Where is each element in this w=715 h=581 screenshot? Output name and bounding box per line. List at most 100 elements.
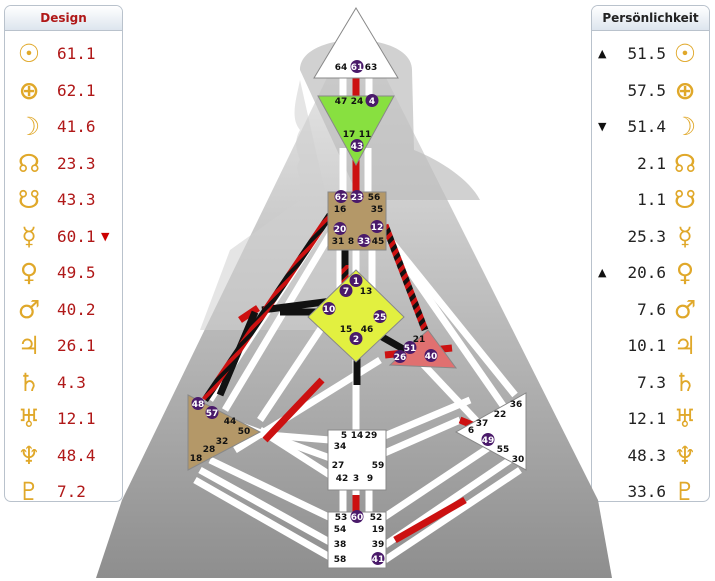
gate-value: 7.6 (637, 299, 666, 319)
gate-value: 33.6 (627, 482, 666, 501)
gate-label: 55 (497, 445, 510, 455)
gate-label: 34 (334, 442, 347, 452)
head-center-shape (313, 7, 399, 79)
gate-label: 57 (206, 409, 219, 419)
gate-label: 45 (372, 237, 385, 247)
design-row-saturn: ♄4.3 (5, 368, 122, 398)
gate-label: 62 (335, 193, 348, 203)
venus-icon: ♀ (19, 258, 39, 287)
gate-value: 12.1 (627, 409, 666, 428)
design-row-north-node: ☊ 23.3 (5, 149, 122, 179)
personality-row-sun: ☉51.5▲ (592, 39, 709, 69)
gate-label: 29 (365, 431, 378, 441)
design-title: Design (5, 6, 122, 31)
sun-icon: ☉ (673, 39, 697, 68)
mixed-activation-line (381, 223, 429, 332)
detriment-arrow-icon: ▼ (101, 229, 110, 243)
design-row-south-node: ☋43.3 (5, 185, 122, 215)
personality-title: Persönlichkeit (592, 6, 709, 31)
mercury-icon: ☿ (677, 221, 693, 251)
personality-row-south-node: ☋1.1 (592, 185, 709, 215)
channel-line (378, 437, 502, 523)
gate-label: 47 (335, 97, 348, 107)
neptune-icon: ♆ (673, 440, 697, 470)
personality-row-earth: ⊕ 57.5 (592, 76, 709, 106)
gate-label: 22 (494, 410, 507, 420)
personality-row-mercury: ☿25.3 (592, 222, 709, 252)
gate-value: 12.1 (57, 409, 96, 428)
gate-label: 36 (510, 400, 523, 410)
gate-value: 60.1 (57, 226, 96, 246)
detriment-arrow-icon: ▼ (598, 120, 607, 133)
active-gate-marker (393, 350, 407, 363)
sacral-center-shape (327, 429, 387, 491)
active-gate-marker (205, 406, 219, 419)
design-activation-line (238, 305, 260, 323)
earth-icon: ⊕ (674, 75, 696, 105)
personality-row-moon: ☽51.4▼ (592, 112, 709, 142)
personality-panel: Persönlichkeit ☉51.5▲ ⊕ 57.5 ☽51.4▼ ☊2.1 ☋1.1… (591, 5, 710, 502)
personality-row-neptune: ♆48.3 (592, 441, 709, 471)
design-row-sun: ☉61.1 (5, 39, 122, 69)
channel-line (373, 396, 472, 444)
pluto-icon: ♇ (673, 477, 697, 502)
gate-label: 40 (425, 352, 438, 362)
gate-label: 16 (334, 205, 347, 215)
design-row-pluto: ♇7.2 (5, 477, 122, 501)
jupiter-icon: ♃ (17, 331, 41, 360)
throat-center-shape (327, 191, 387, 251)
gate-label: 15 (340, 325, 353, 335)
active-gate-marker (350, 60, 364, 73)
saturn-icon: ♄ (17, 367, 41, 397)
gate-label: 27 (332, 461, 345, 471)
uranus-icon: ♅ (673, 404, 697, 433)
gate-value: 1.1 (637, 190, 666, 209)
north-node-icon: ☊ (17, 148, 41, 178)
active-gate-marker (403, 341, 417, 354)
gate-label: 21 (413, 335, 426, 345)
earth-icon: ⊕ (18, 75, 40, 105)
active-gate-marker (334, 190, 348, 203)
gate-label: 14 (351, 431, 364, 441)
mixed-activation-line (202, 213, 333, 402)
active-gate-marker (349, 274, 363, 287)
gate-label: 53 (335, 513, 348, 523)
gate-label: 30 (512, 455, 525, 465)
neptune-icon: ♆ (17, 440, 41, 470)
gate-label: 44 (224, 417, 237, 427)
gate-label: 52 (370, 513, 383, 523)
active-gate-marker (370, 220, 384, 233)
gate-value: 61.1 (57, 44, 96, 63)
gate-label: 51 (404, 344, 417, 354)
personality-row-north-node: ☊2.1 (592, 149, 709, 179)
gate-label: 64 (335, 63, 348, 73)
gate-label: 39 (372, 540, 385, 550)
design-row-uranus: ♅12.1 (5, 404, 122, 434)
design-row-neptune: ♆48.4 (5, 441, 122, 471)
channels (193, 60, 523, 564)
active-gate-marker (357, 234, 371, 247)
gate-value: 40.2 (57, 299, 96, 319)
active-gate-marker (339, 284, 353, 297)
gate-label: 3 (353, 474, 359, 484)
active-gate-marker (191, 397, 205, 410)
ajna-center-shape (317, 95, 395, 167)
gate-label: 1 (353, 277, 359, 287)
active-gate-marker (371, 552, 385, 565)
gate-label: 2 (353, 335, 359, 345)
channel-line (378, 416, 462, 459)
gate-value: 23.3 (57, 153, 96, 173)
active-gate-marker (373, 310, 387, 323)
solar-plexus-center-shape (454, 392, 527, 471)
gate-value: 57.5 (627, 80, 666, 100)
gate-label: 41 (372, 555, 385, 565)
channel-line (257, 313, 333, 422)
personality-row-jupiter: ♃10.1 (592, 331, 709, 361)
gate-label: 60 (351, 513, 364, 523)
gate-label: 54 (334, 525, 347, 535)
